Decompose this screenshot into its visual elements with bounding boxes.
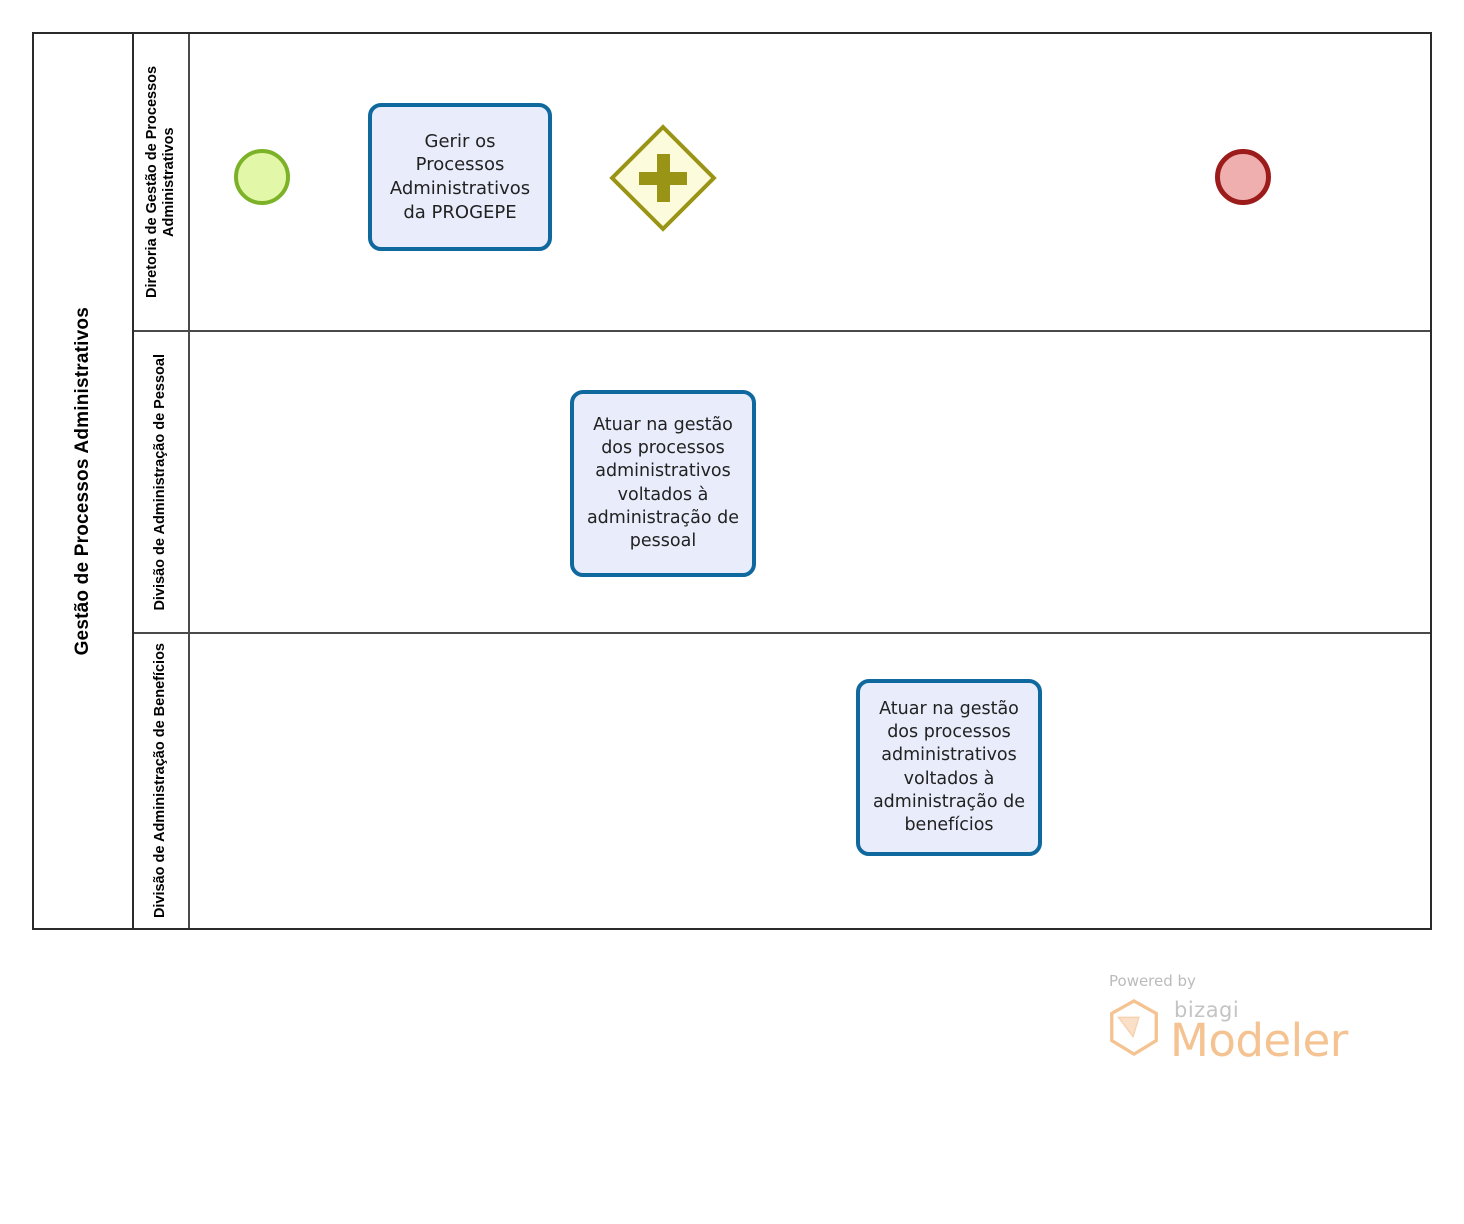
lane-header-diretoria: Diretoria de Gestão de Processos Adminis… (134, 34, 190, 330)
pool-header: Gestão de Processos Administrativos (34, 34, 134, 928)
task-atuar-gestao-beneficios[interactable]: Atuar na gestão dos processos administra… (856, 679, 1042, 856)
task-atuar-gestao-pessoal[interactable]: Atuar na gestão dos processos administra… (570, 390, 756, 577)
parallel-gateway[interactable] (609, 124, 717, 232)
pool-title: Gestão de Processos Administrativos (72, 306, 93, 656)
task-atuar-gestao-pessoal-label: Atuar na gestão dos processos administra… (586, 415, 740, 551)
lane-body-beneficios (190, 634, 1430, 928)
task-gerir-processos-label: Gerir os Processos Administrativos da PR… (389, 130, 531, 223)
powered-by-label: Powered by (1109, 972, 1196, 990)
task-atuar-gestao-beneficios-label: Atuar na gestão dos processos administra… (872, 699, 1026, 835)
bizagi-brand-label: bizagi (1174, 998, 1240, 1022)
lane-label-diretoria: Diretoria de Gestão de Processos Adminis… (143, 65, 177, 299)
start-event[interactable] (234, 149, 290, 205)
lane-header-pessoal: Divisão de Administração de Pessoal (134, 332, 190, 632)
lane-body-pessoal (190, 332, 1430, 632)
end-event[interactable] (1215, 149, 1271, 205)
bizagi-product-label: Modeler (1170, 1014, 1348, 1067)
lane-divisao-de-administracao-de-pessoal: Divisão de Administração de Pessoal (134, 330, 1430, 632)
bizagi-hexagon-logo-icon (1110, 999, 1158, 1057)
lane-label-pessoal: Divisão de Administração de Pessoal (152, 353, 169, 611)
lane-divisao-de-administracao-de-beneficios: Divisão de Administração de Benefícios (134, 632, 1430, 928)
lane-header-beneficios: Divisão de Administração de Benefícios (134, 634, 190, 928)
lane-diretoria-de-gestao-de-processos-administrativos: Diretoria de Gestão de Processos Adminis… (134, 34, 1430, 330)
plus-icon-vertical (656, 154, 670, 202)
bizagi-watermark: Powered by bizagi Modeler (1106, 972, 1366, 1072)
lane-label-beneficios: Divisão de Administração de Benefícios (152, 643, 169, 919)
task-gerir-processos[interactable]: Gerir os Processos Administrativos da PR… (368, 103, 552, 251)
